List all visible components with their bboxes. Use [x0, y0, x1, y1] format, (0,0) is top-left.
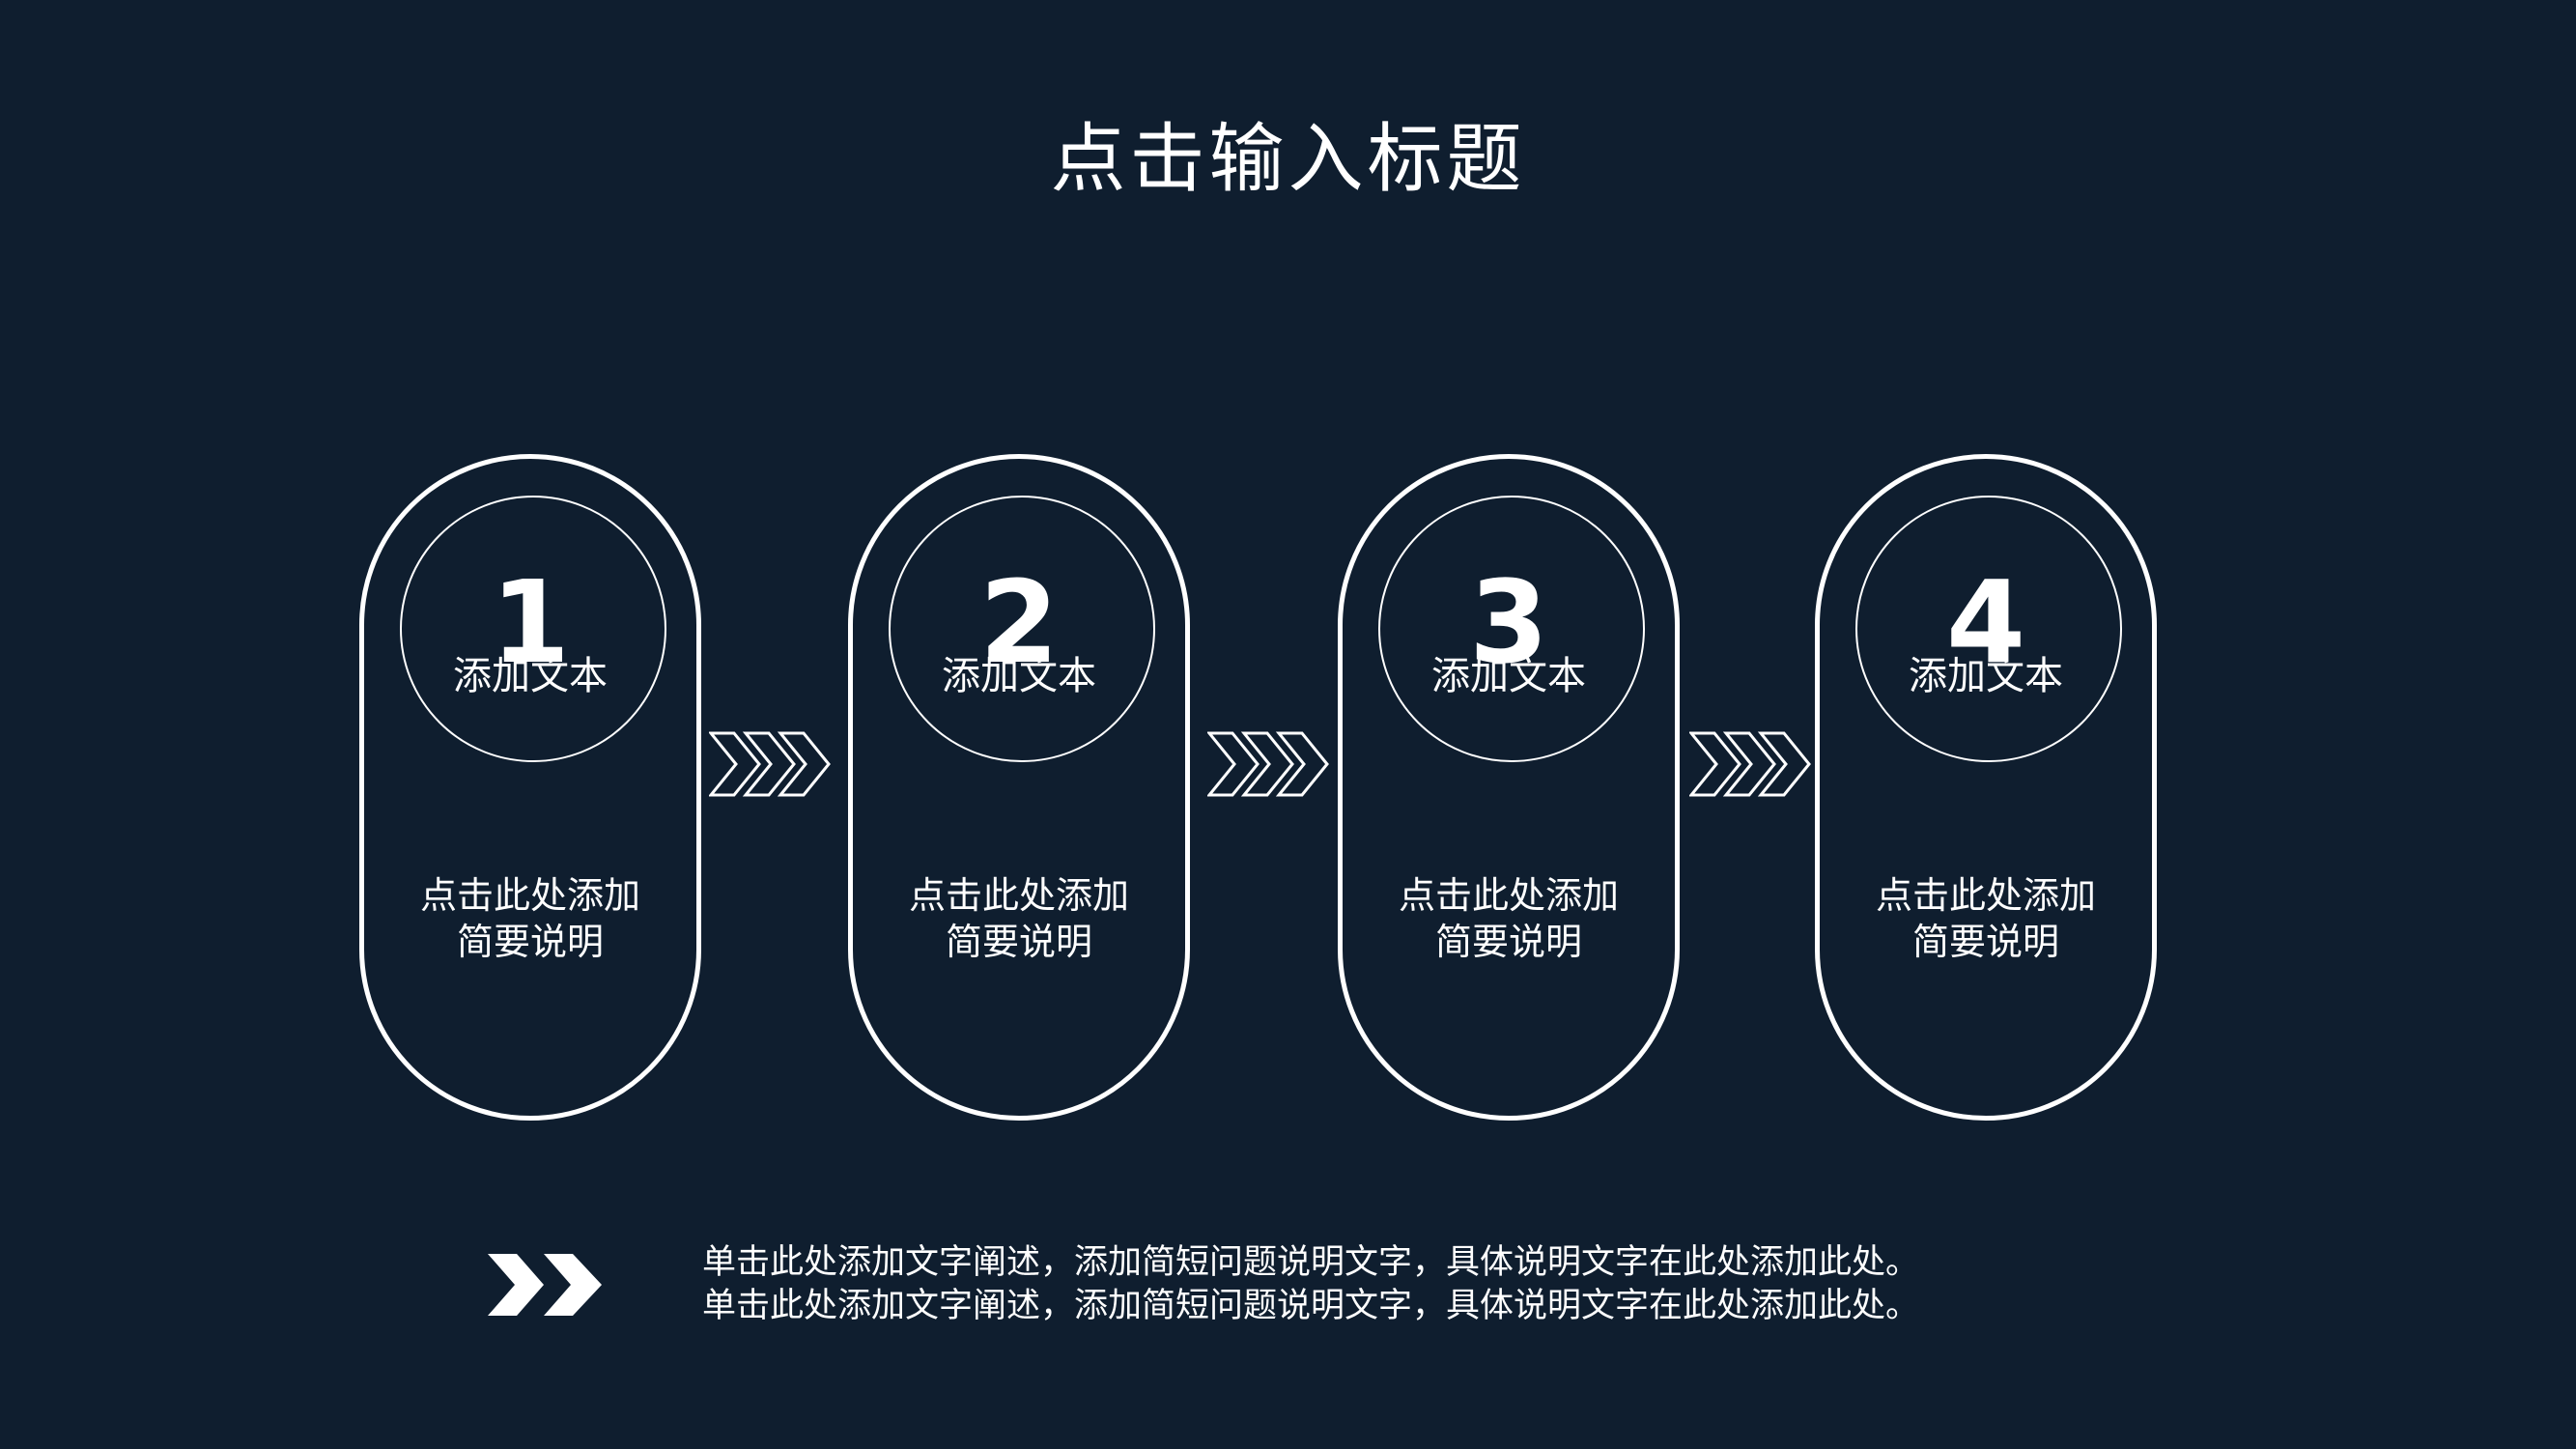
- step-card-2: 2 添加文本 点击此处添加 简要说明: [848, 454, 1190, 1121]
- step-description: 点击此处添加 简要说明: [1820, 872, 2152, 965]
- step-description: 点击此处添加 简要说明: [364, 872, 696, 965]
- step-description-line: 点击此处添加: [1398, 874, 1619, 917]
- step-number-ring: [400, 496, 666, 762]
- triple-chevron-icon: [1689, 731, 1811, 797]
- slide-title: 点击输入标题: [1050, 116, 1526, 203]
- step-number: 4: [1945, 555, 2026, 689]
- step-description-line: 简要说明: [1911, 921, 2059, 963]
- step-number-ring: [1855, 496, 2122, 762]
- step-description-line: 点击此处添加: [419, 874, 640, 917]
- step-description-line: 简要说明: [456, 921, 604, 963]
- step-card-4: 4 添加文本 点击此处添加 简要说明: [1815, 454, 2157, 1121]
- step-label: 添加文本: [1431, 654, 1586, 698]
- note-line: 单击此处添加文字阐述，添加简短问题说明文字，具体说明文字在此处添加此处。: [702, 1243, 1920, 1282]
- step-card-1: 1 添加文本 点击此处添加 简要说明: [359, 454, 701, 1121]
- step-description-line: 简要说明: [945, 921, 1092, 963]
- step-description-line: 点击此处添加: [1875, 874, 2096, 917]
- triple-chevron-icon: [1207, 731, 1329, 797]
- note-line: 单击此处添加文字阐述，添加简短问题说明文字，具体说明文字在此处添加此处。: [702, 1287, 1920, 1325]
- step-number-ring: [889, 496, 1155, 762]
- triple-chevron-icon: [709, 731, 831, 797]
- step-card-3: 3 添加文本 点击此处添加 简要说明: [1338, 454, 1680, 1121]
- step-number: 3: [1468, 555, 1549, 689]
- step-label: 添加文本: [453, 654, 608, 698]
- step-number: 2: [978, 555, 1060, 689]
- step-description: 点击此处添加 简要说明: [1343, 872, 1675, 965]
- note-text: 单击此处添加文字阐述，添加简短问题说明文字，具体说明文字在此处添加此处。 单击此…: [702, 1241, 2248, 1328]
- double-chevron-icon: [488, 1254, 602, 1316]
- step-description-line: 简要说明: [1434, 921, 1582, 963]
- step-description-line: 点击此处添加: [908, 874, 1129, 917]
- step-description: 点击此处添加 简要说明: [853, 872, 1185, 965]
- step-label: 添加文本: [942, 654, 1096, 698]
- step-label: 添加文本: [1909, 654, 2063, 698]
- step-number-ring: [1378, 496, 1645, 762]
- step-number: 1: [490, 555, 571, 689]
